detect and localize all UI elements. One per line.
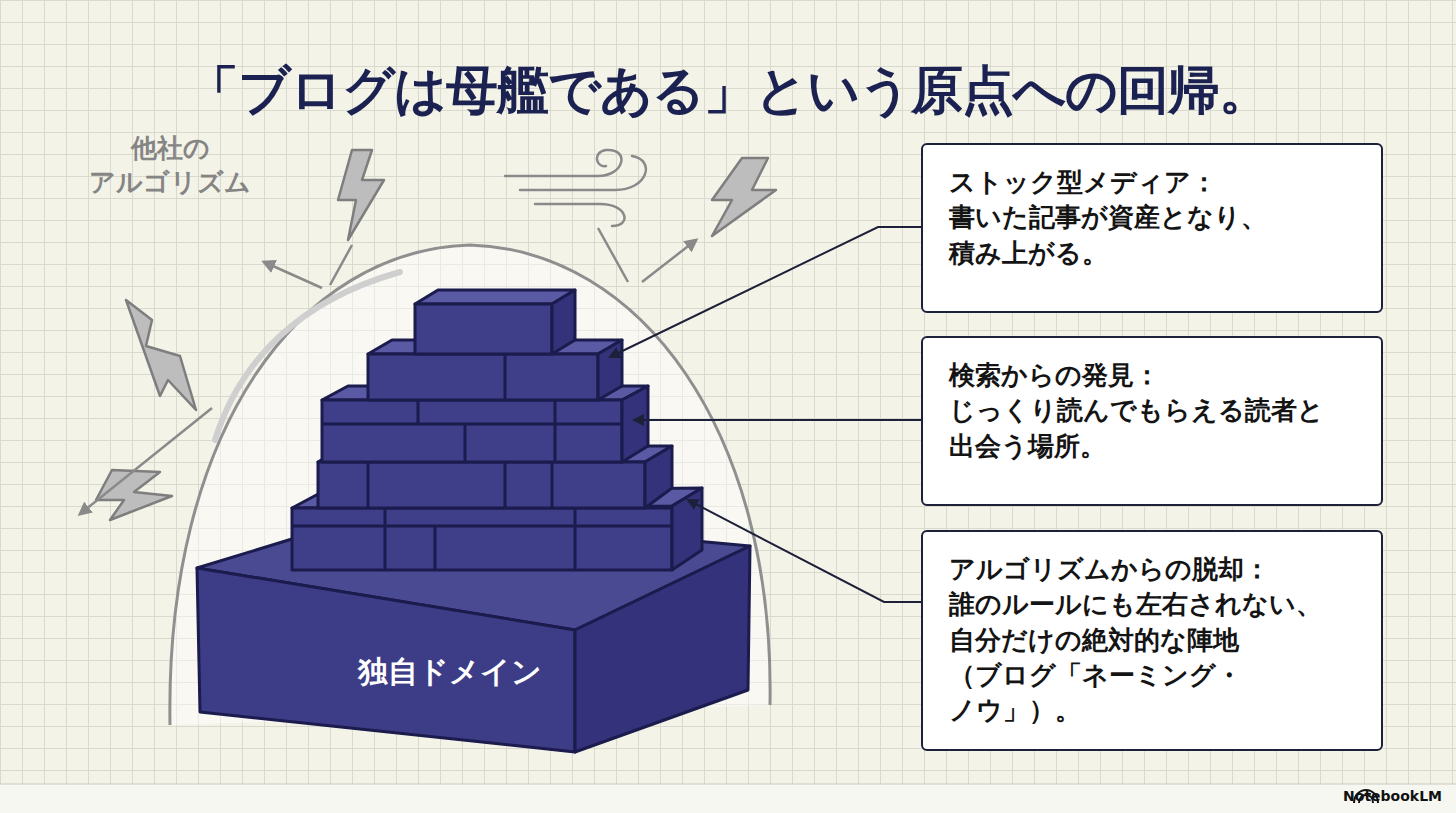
domain-base-label: 独自ドメイン: [330, 640, 570, 704]
brick-pyramid: [292, 290, 702, 570]
wind-swirl: [505, 150, 646, 226]
footer-strip: [0, 784, 1456, 813]
box-text: 独自ドメイン: [358, 652, 542, 693]
deflection-arrows: [80, 228, 696, 514]
algorithm-label: 他社の アルゴリズム: [70, 132, 270, 200]
callout-box: 検索からの発見：じっくり読んでもらえる読者と 出会う場所。: [921, 336, 1383, 506]
box-heading: アルゴリズムからの脱却：: [949, 552, 1355, 587]
lightning-bolts: [96, 150, 776, 520]
leader-arrows: [610, 227, 921, 602]
footer-line: [0, 784, 1456, 785]
box-heading: 検索からの発見：: [949, 358, 1355, 393]
callout-box: アルゴリズムからの脱却：誰のルールにも左右されない、 自分だけの絶対的な陣地 （…: [921, 530, 1383, 751]
watermark: NotebookLM: [1321, 788, 1442, 804]
diagram-title: 「ブログは母艦である」という原点への回帰。: [0, 56, 1456, 126]
box-text: じっくり読んでもらえる読者と 出会う場所。: [949, 393, 1355, 464]
box-text: 書いた記事が資産となり、 積み上がる。: [949, 200, 1355, 271]
callout-box: ストック型メディア：書いた記事が資産となり、 積み上がる。: [921, 143, 1383, 313]
box-text: 誰のルールにも左右されない、 自分だけの絶対的な陣地 （ブログ「ネーミング・ノウ…: [949, 587, 1355, 728]
box-heading: ストック型メディア：: [949, 165, 1355, 200]
